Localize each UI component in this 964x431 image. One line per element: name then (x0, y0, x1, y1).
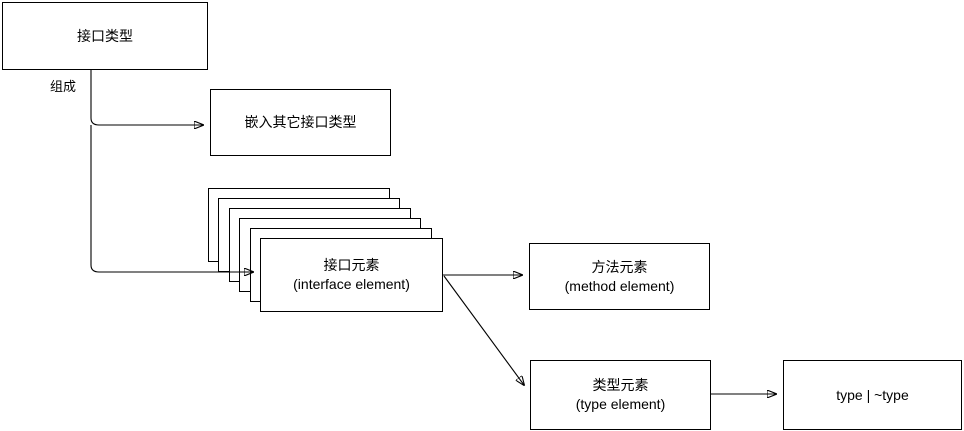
node-interface-type-label: 接口类型 (77, 27, 133, 44)
node-type-element[interactable]: 类型元素 (type element) (530, 360, 711, 430)
node-interface-element[interactable]: 接口元素 (interface element) (260, 238, 443, 312)
node-type-expression[interactable]: type | ~type (783, 360, 962, 430)
node-type-element-label: 类型元素 (type element) (575, 377, 666, 412)
node-embedded-interface-type[interactable]: 嵌入其它接口类型 (210, 89, 391, 156)
edge-label-composition: 组成 (50, 76, 76, 95)
node-type-expression-label: type | ~type (836, 386, 909, 403)
edge-interface-type-to-interface-element (90, 125, 253, 272)
node-interface-element-label: 接口元素 (interface element) (293, 257, 410, 292)
node-method-element-label: 方法元素 (method element) (564, 258, 675, 294)
node-embedded-interface-type-label: 嵌入其它接口类型 (244, 114, 357, 131)
edge-interface-element-to-type-element (443, 275, 524, 385)
edge-interface-type-to-embedded (90, 70, 203, 125)
edge-label-composition-text: 组成 (50, 79, 77, 94)
node-method-element[interactable]: 方法元素 (method element) (529, 243, 710, 310)
node-interface-type[interactable]: 接口类型 (2, 2, 208, 70)
